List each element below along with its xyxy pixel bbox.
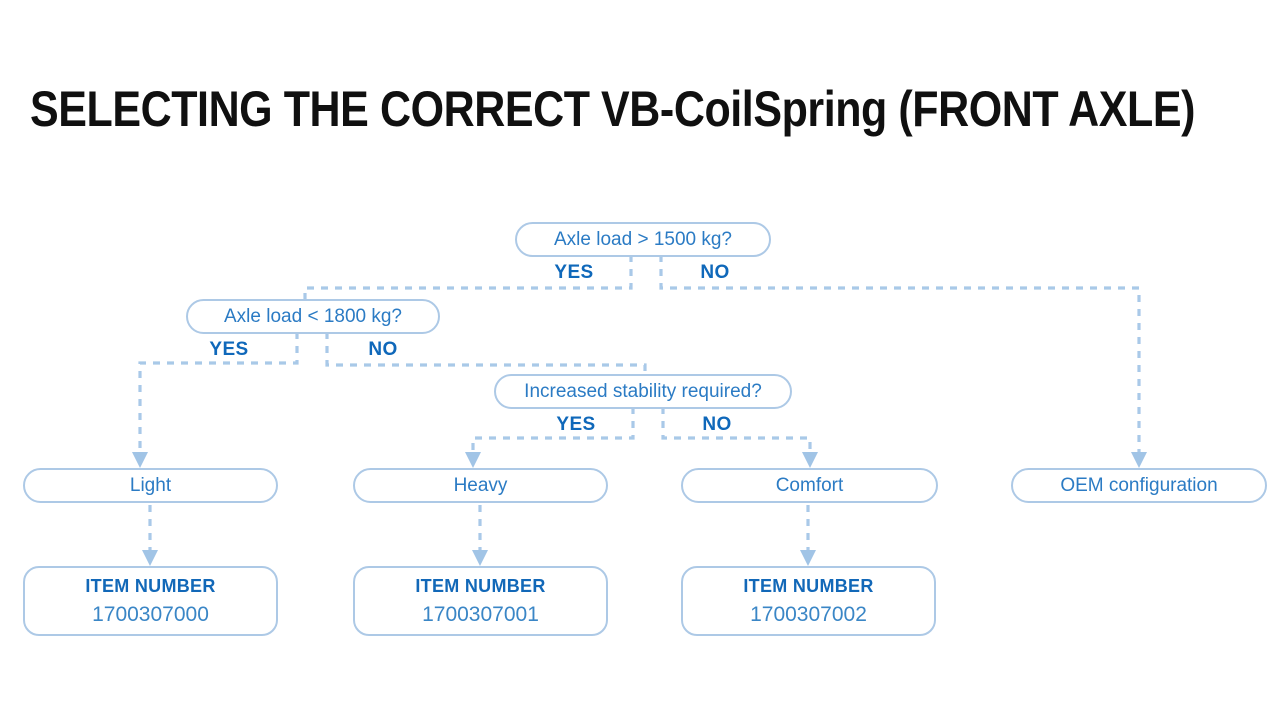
item-number-caption: ITEM NUMBER (85, 576, 216, 596)
item-number-box-heavy[interactable]: ITEM NUMBER 1700307001 (353, 566, 608, 636)
arrowhead-oem (1131, 452, 1147, 468)
result-label: Comfort (775, 474, 844, 496)
arrowhead-comfort (802, 452, 818, 468)
branch-label-d2-no: NO (368, 339, 398, 360)
result-node-heavy[interactable]: Heavy (353, 468, 608, 503)
result-label: Heavy (453, 474, 508, 496)
decision-question: Increased stability required? (524, 380, 762, 402)
branch-label-d3-yes: YES (556, 414, 596, 435)
branch-label-d3-no: NO (702, 414, 732, 435)
arrowhead-heavy (465, 452, 481, 468)
arrowhead-item-heavy (472, 550, 488, 566)
decision-question: Axle load > 1500 kg? (554, 228, 732, 250)
decision-node-axle-load-gt-1500[interactable]: Axle load > 1500 kg? (515, 222, 771, 257)
arrowhead-light (132, 452, 148, 468)
branch-label-d2-yes: YES (209, 339, 249, 360)
item-number-box-light[interactable]: ITEM NUMBER 1700307000 (23, 566, 278, 636)
result-node-light[interactable]: Light (23, 468, 278, 503)
arrowhead-item-comfort (800, 550, 816, 566)
arrowhead-item-light (142, 550, 158, 566)
branch-label-d1-no: NO (700, 262, 730, 283)
item-number-caption: ITEM NUMBER (743, 576, 874, 596)
item-number-value: 1700307000 (92, 603, 209, 626)
decision-node-axle-load-lt-1800[interactable]: Axle load < 1800 kg? (186, 299, 440, 334)
result-node-comfort[interactable]: Comfort (681, 468, 938, 503)
item-number-value: 1700307001 (422, 603, 539, 626)
item-number-value: 1700307002 (750, 603, 867, 626)
result-label: OEM configuration (1060, 474, 1218, 496)
result-node-oem-configuration[interactable]: OEM configuration (1011, 468, 1267, 503)
decision-node-increased-stability[interactable]: Increased stability required? (494, 374, 792, 409)
page-title: SELECTING THE CORRECT VB-CoilSpring (FRO… (30, 81, 1196, 137)
item-number-box-comfort[interactable]: ITEM NUMBER 1700307002 (681, 566, 936, 636)
decision-question: Axle load < 1800 kg? (224, 305, 402, 327)
result-label: Light (129, 474, 172, 496)
item-number-caption: ITEM NUMBER (415, 576, 546, 596)
branch-label-d1-yes: YES (554, 262, 594, 283)
